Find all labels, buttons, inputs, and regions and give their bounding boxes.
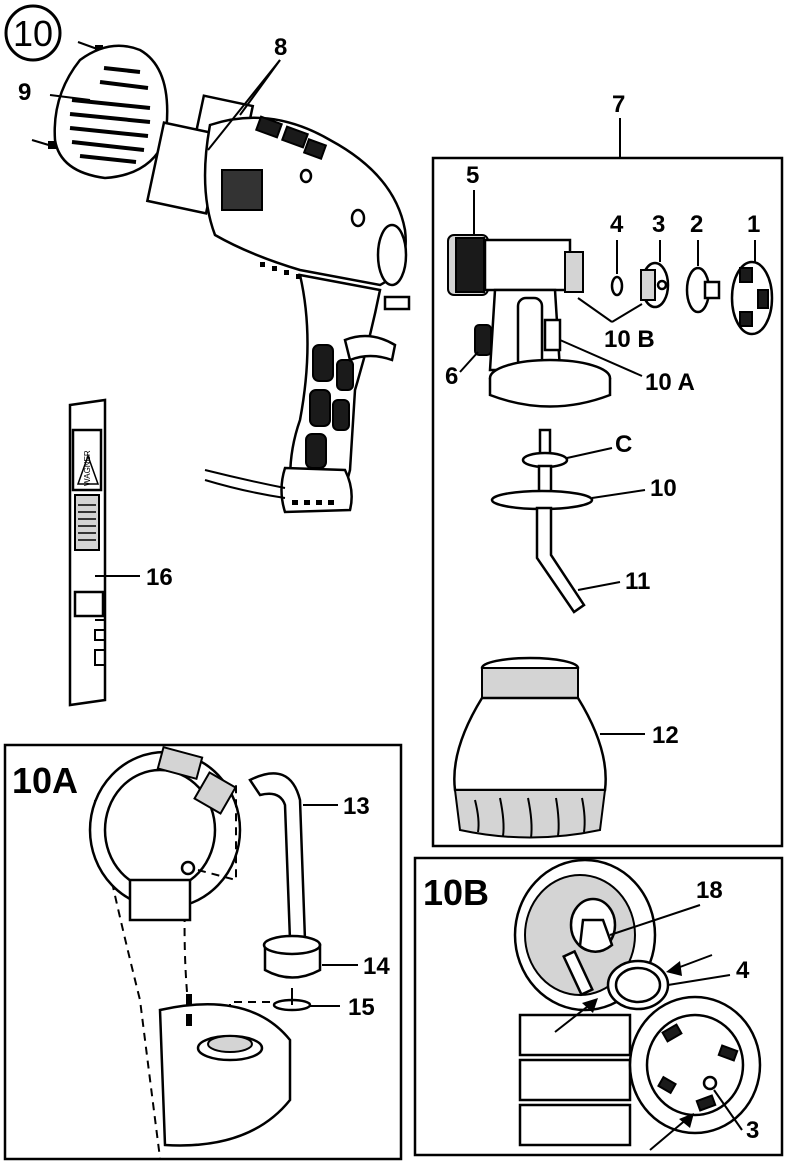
label-14: 14 (322, 953, 390, 980)
label-10: 10 (591, 475, 677, 502)
label-3-inset: 3 (713, 1089, 759, 1144)
svg-text:3: 3 (652, 211, 665, 238)
handle-base (280, 466, 353, 514)
svg-text:10 A: 10 A (645, 369, 695, 396)
step-badge: 10 (4, 4, 62, 62)
panel-7 (431, 118, 784, 848)
svg-text:18: 18 (696, 877, 723, 904)
label-4-inset: 4 (667, 957, 750, 986)
svg-text:4: 4 (736, 957, 750, 984)
svg-text:C: C (615, 431, 632, 458)
spray-gun-motor-unit (31, 41, 411, 514)
step-number: 10 (13, 13, 53, 54)
inset-10b-nozzle-18 (578, 918, 614, 953)
handle-grips (305, 344, 354, 469)
label-7: 7 (612, 91, 625, 118)
inset-10a-title: 10A (12, 760, 78, 801)
front-end (447, 234, 612, 408)
brand-label: WAGNER (83, 450, 92, 486)
svg-text:4: 4 (610, 211, 624, 238)
part-4-seal (610, 275, 624, 297)
label-5: 5 (466, 162, 479, 236)
label-18: 18 (609, 877, 723, 936)
svg-text:3: 3 (746, 1117, 759, 1144)
flow-regulator (474, 324, 492, 356)
label-10b: 10 B (577, 297, 655, 353)
label-10a: 10 A (559, 339, 695, 396)
label-9: 9 (18, 79, 91, 106)
svg-text:16: 16 (146, 564, 173, 591)
suction-assembly (490, 428, 594, 614)
svg-text:5: 5 (466, 162, 479, 189)
svg-text:1: 1 (747, 211, 760, 238)
screw-icon (31, 139, 56, 149)
label-c: C (566, 431, 632, 459)
svg-text:7: 7 (612, 91, 625, 118)
part-1-nozzle-nut (730, 260, 774, 336)
inset-10a: 10A (3, 743, 403, 1161)
svg-text:11: 11 (625, 568, 650, 595)
label-13: 13 (303, 793, 370, 820)
svg-text:13: 13 (343, 793, 370, 820)
label-2: 2 (690, 211, 703, 266)
tool-strip: WAGNER (68, 398, 107, 707)
handle (288, 273, 382, 502)
label-11: 11 (577, 568, 650, 595)
svg-text:10 B: 10 B (604, 326, 655, 353)
inset-10b: 10B (413, 856, 784, 1157)
label-6: 6 (445, 351, 479, 390)
air-filter-grille (69, 66, 151, 164)
svg-text:2: 2 (690, 211, 703, 238)
trigger-lock (383, 295, 411, 311)
label-8: 8 (207, 34, 287, 151)
paint-container (453, 656, 607, 839)
svg-text:10: 10 (650, 475, 677, 502)
inset-10a-frame (3, 743, 403, 1161)
intake-tube-13 (248, 772, 307, 942)
inset-10b-title: 10B (423, 872, 489, 913)
power-cord (204, 469, 286, 489)
svg-text:9: 9 (18, 79, 31, 106)
inset-10b-frame (413, 856, 784, 1157)
label-3: 3 (652, 211, 665, 262)
arrow-icon (554, 998, 598, 1033)
label-1: 1 (747, 211, 760, 262)
arrow-icon (666, 954, 713, 976)
svg-text:6: 6 (445, 363, 458, 390)
svg-text:12: 12 (652, 722, 679, 749)
arrow-icon (649, 1113, 694, 1151)
suction-tube-11 (535, 506, 586, 614)
svg-text:15: 15 (348, 994, 375, 1021)
label-4: 4 (610, 211, 624, 274)
housing-grips (221, 115, 328, 211)
label-15: 15 (310, 994, 375, 1021)
panel-7-frame (431, 156, 784, 848)
front-ring (376, 223, 408, 287)
part-3-air-cap (640, 261, 670, 309)
part-2-nozzle (685, 266, 721, 314)
svg-text:14: 14 (363, 953, 390, 980)
label-12: 12 (600, 722, 679, 749)
gasket-10 (490, 489, 594, 511)
svg-text:8: 8 (274, 34, 287, 61)
front-end-thread (564, 251, 584, 293)
label-16: 16 (95, 564, 173, 591)
trigger (343, 334, 397, 362)
